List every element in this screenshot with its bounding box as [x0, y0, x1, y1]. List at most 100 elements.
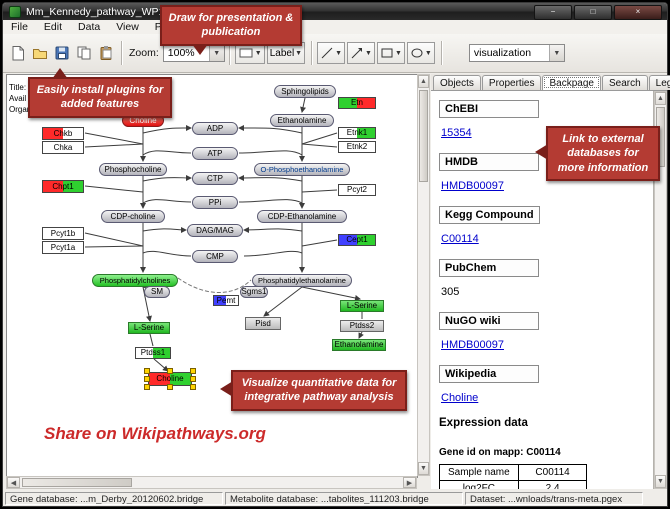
scroll-down-icon[interactable]: ▼ [655, 475, 666, 488]
pathway-node-sphingolipids[interactable]: Sphingolipids [274, 85, 336, 98]
pathway-node-pisd[interactable]: Pisd [245, 317, 281, 330]
pathway-edge[interactable] [84, 132, 144, 145]
minimize-button[interactable]: − [534, 5, 572, 20]
pathway-node-etnk2[interactable]: Etnk2 [338, 141, 376, 153]
pathway-node-sm[interactable]: SM [144, 286, 170, 298]
pathway-edge[interactable] [243, 226, 303, 233]
pathway-node-dag-mag[interactable]: DAG/MAG [187, 224, 243, 237]
pathway-edge[interactable] [263, 286, 303, 317]
pathway-node-phosphatidylcholines[interactable]: Phosphatidylcholines [92, 274, 178, 287]
selection-handle[interactable] [190, 368, 196, 374]
pathway-node-ptdss2[interactable]: Ptdss2 [340, 320, 384, 332]
pathway-edge[interactable] [84, 185, 144, 193]
tab-objects[interactable]: Objects [433, 75, 481, 90]
visualization-dropdown-icon[interactable]: ▼ [548, 45, 564, 61]
pathway-edge[interactable] [301, 286, 361, 301]
scroll-right-icon[interactable]: ▶ [403, 477, 416, 488]
backpage-link-chebi[interactable]: 15354 [441, 127, 472, 139]
pathway-edge[interactable] [300, 97, 306, 113]
visualization-combobox[interactable]: visualization ▼ [468, 44, 565, 62]
pathway-edge[interactable] [238, 124, 303, 134]
selection-handle[interactable] [144, 384, 150, 390]
pathway-node-l-serine[interactable]: L-Serine [340, 300, 384, 312]
selection-handle[interactable] [190, 384, 196, 390]
pathway-node-ppi[interactable]: PPi [192, 196, 238, 209]
pathway-edge[interactable] [301, 239, 338, 247]
pathway-node-ptdss1[interactable]: Ptdss1 [135, 347, 171, 359]
backpage-link-hmdb[interactable]: HMDB00097 [441, 180, 504, 192]
pathway-node-sgms1[interactable]: Sgms1 [240, 286, 268, 298]
close-button[interactable]: × [614, 5, 662, 20]
pathway-edge[interactable] [301, 143, 338, 148]
open-file-button[interactable] [29, 42, 51, 64]
backpage-link-nugo-wiki[interactable]: HMDB00097 [441, 339, 504, 351]
selection-handle[interactable] [167, 368, 173, 374]
tab-properties[interactable]: Properties [481, 75, 542, 90]
pathway-node-etnk1[interactable]: Etnk1 [338, 127, 376, 139]
pathway-node-adp[interactable]: ADP [192, 122, 238, 135]
tab-search[interactable]: Search [601, 75, 648, 90]
zoom-dropdown-icon[interactable]: ▼ [208, 45, 224, 61]
pathway-edge[interactable] [301, 189, 338, 193]
pathway-edge[interactable] [142, 150, 192, 156]
backpage-link-wikipedia[interactable]: Choline [441, 392, 479, 404]
tab-backpage[interactable]: Backpage [542, 75, 601, 90]
pathway-edge[interactable] [238, 174, 303, 182]
pathway-edge[interactable] [238, 150, 303, 156]
scroll-up-icon[interactable]: ▲ [418, 75, 429, 88]
pathway-node-atp[interactable]: ATP [192, 147, 238, 160]
pathway-node-chkb[interactable]: Chkb [42, 127, 84, 140]
pathway-edge[interactable] [153, 358, 169, 372]
pathway-node-phosphatidylethanolamine[interactable]: Phosphatidylethanolamine [252, 274, 352, 287]
panel-vertical-scrollbar[interactable]: ▲ ▼ [654, 91, 667, 489]
pathway-node-chka[interactable]: Chka [42, 141, 84, 154]
pathway-edge[interactable] [142, 124, 192, 134]
pathway-node-ctp[interactable]: CTP [192, 172, 238, 185]
pathway-node-phosphocholine[interactable]: Phosphocholine [99, 163, 167, 176]
menu-data[interactable]: Data [78, 21, 101, 33]
pathway-edge[interactable] [84, 232, 144, 247]
pathway-edge[interactable] [84, 143, 144, 148]
pathway-edge[interactable] [149, 333, 154, 347]
pathway-node-o-phosphoethanolamine[interactable]: O-Phosphoethanolamine [254, 163, 350, 176]
arrow-tool-button[interactable]: ▼ [347, 42, 375, 64]
horizontal-scroll-thumb[interactable] [22, 478, 132, 487]
pathway-node-ethanolamine[interactable]: Ethanolamine [332, 339, 386, 351]
canvas-vertical-scrollbar[interactable]: ▲ ▼ [417, 74, 430, 476]
pathway-edge[interactable] [142, 199, 192, 204]
maximize-button[interactable]: □ [574, 5, 612, 20]
tab-legend[interactable]: Legend [648, 75, 670, 90]
selection-handle[interactable] [144, 368, 150, 374]
pathway-edge[interactable] [301, 132, 338, 145]
pathway-node-cmp[interactable]: CMP [192, 250, 238, 263]
pathway-node-cept1[interactable]: Cept1 [338, 234, 376, 246]
paste-button[interactable] [95, 42, 117, 64]
pathway-edge[interactable] [177, 277, 252, 293]
backpage-link-kegg-compound[interactable]: C00114 [441, 233, 479, 245]
pathway-node-pcyt2[interactable]: Pcyt2 [338, 184, 376, 196]
pathway-node-l-serine[interactable]: L-Serine [128, 322, 170, 334]
menu-view[interactable]: View [116, 21, 139, 33]
pathway-edge[interactable] [142, 250, 192, 257]
vertical-scroll-thumb[interactable] [419, 90, 428, 182]
save-button[interactable] [51, 42, 73, 64]
pathway-edge[interactable] [358, 331, 364, 339]
selection-handle[interactable] [167, 384, 173, 390]
pathway-node-cdp-ethanolamine[interactable]: CDP-Ethanolamine [257, 210, 347, 223]
pathway-edge[interactable] [243, 250, 303, 257]
canvas-horizontal-scrollbar[interactable]: ◀ ▶ [6, 476, 417, 489]
pathway-edge[interactable] [238, 199, 303, 204]
pathway-node-etn[interactable]: Etn [338, 97, 376, 109]
menu-edit[interactable]: Edit [43, 21, 63, 33]
rectangle-tool-button[interactable]: ▼ [376, 42, 405, 64]
menu-file[interactable]: File [11, 21, 28, 33]
selection-handle[interactable] [144, 376, 150, 382]
pathway-node-ethanolamine[interactable]: Ethanolamine [270, 114, 334, 127]
pathway-edge[interactable] [84, 245, 144, 248]
scroll-up-icon[interactable]: ▲ [655, 92, 666, 105]
new-file-button[interactable] [7, 42, 29, 64]
pathway-edge[interactable] [142, 174, 192, 182]
selection-handle[interactable] [190, 376, 196, 382]
pathway-node-cdp-choline[interactable]: CDP-choline [101, 210, 165, 223]
